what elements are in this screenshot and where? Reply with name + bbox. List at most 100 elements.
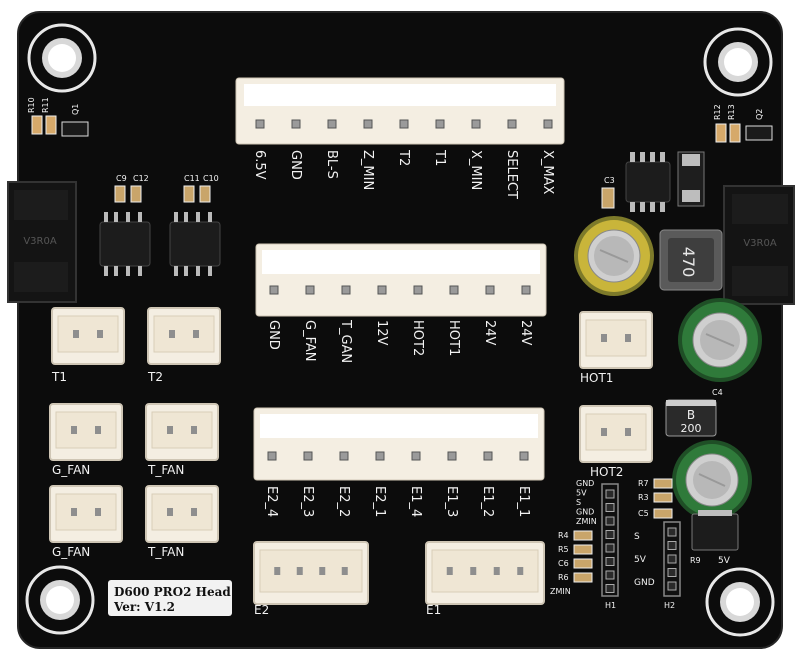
middle-connector-label: 12V xyxy=(374,320,389,346)
diode-b200: B 200 xyxy=(665,399,717,437)
jst-hot2 xyxy=(579,405,653,463)
header-h1-pin xyxy=(605,530,615,539)
top-connector-pin xyxy=(255,119,265,129)
jst-hot1 xyxy=(579,311,653,369)
bottom-connector-label: E1_4 xyxy=(408,486,423,517)
side-clip-right: V3R0A xyxy=(723,185,795,305)
mounting-hole-top-right xyxy=(703,27,773,97)
middle-connector-label: 24V xyxy=(518,320,533,346)
top-connector-label: X_MIN xyxy=(468,150,483,190)
refdes-r4: R4 xyxy=(558,531,569,540)
jst-e1 xyxy=(425,541,545,605)
smd-group-q2: R12 R13 Q2 xyxy=(713,104,773,143)
bottom-connector-label: E2_3 xyxy=(300,486,315,517)
middle-connector-pin xyxy=(449,285,459,295)
diode-value: 200 xyxy=(681,422,702,435)
refdes-r5: R5 xyxy=(558,545,569,554)
header-h2-pin-label: 5V xyxy=(634,555,647,565)
h2-5v-label: 5V xyxy=(718,556,731,566)
header-h1-pin-label: S xyxy=(576,498,581,507)
jst-g-fan-2-pin xyxy=(71,508,77,516)
top-connector-pin xyxy=(291,119,301,129)
refdes-c5: C5 xyxy=(638,509,649,518)
bottom-connector-pin xyxy=(303,451,313,461)
middle-connector-pin xyxy=(485,285,495,295)
jst-t-fan-2-label: T_FAN xyxy=(147,545,184,559)
jst-g-fan-1-pin xyxy=(95,426,101,434)
refdes-q1: Q1 xyxy=(71,104,80,115)
jst-t-fan-1 xyxy=(145,403,219,461)
regulator-5v: R9 5V xyxy=(690,510,739,566)
electrolytic-cap-green-upper: C4 xyxy=(678,298,762,397)
refdes-c4: C4 xyxy=(712,388,723,397)
top-connector-label: BL-S xyxy=(324,150,339,179)
top-connector-label: T2 xyxy=(396,149,411,166)
bottom-connector-label: E1_2 xyxy=(480,486,495,517)
pcb-board-edge xyxy=(17,11,783,649)
header-h2-pin xyxy=(667,554,677,564)
top-connector-label: 6.5V xyxy=(252,150,267,180)
jst-e2-label: E2 xyxy=(254,603,269,617)
jst-t-fan-1-label: T_FAN xyxy=(147,463,184,477)
top-connector-label: GND xyxy=(288,150,303,180)
header-h1-pin xyxy=(605,489,615,499)
refdes-r11: R11 xyxy=(41,97,50,113)
jst-t-fan-2-pin xyxy=(191,508,197,516)
top-connector-pin xyxy=(507,119,517,129)
smd-column-right: R7 R3 C5 xyxy=(638,478,673,519)
mounting-hole-bottom-right xyxy=(705,567,775,637)
jst-hot1-pin xyxy=(625,334,631,342)
ic-group-right: C11 C10 xyxy=(169,174,221,276)
header-h2-pin xyxy=(667,568,677,577)
header-h2: H2 xyxy=(663,521,681,610)
jst-t1 xyxy=(51,307,125,365)
top-connector-pin xyxy=(435,119,445,129)
bottom-connector-label: E2_1 xyxy=(372,486,387,517)
refdes-r12: R12 xyxy=(713,104,722,120)
bottom-connector-label: E2_4 xyxy=(264,486,279,517)
bottom-connector-pin xyxy=(267,451,277,461)
middle-connector xyxy=(255,243,547,317)
electrolytic-cap-green-lower xyxy=(672,440,752,520)
middle-connector-pin xyxy=(341,285,351,295)
refdes-r9: R9 xyxy=(690,556,701,565)
board-label-line1: D600 PRO2 Head xyxy=(114,585,231,599)
middle-connector-label: GND xyxy=(266,320,281,350)
middle-connector-label: 24V xyxy=(482,320,497,346)
top-connector-pin xyxy=(399,119,409,129)
jst-t-fan-2-pin xyxy=(167,508,173,516)
mounting-hole-bottom-left xyxy=(25,565,95,635)
bottom-connector-label: E2_2 xyxy=(336,486,351,517)
header-h2-pin xyxy=(667,581,677,591)
refdes-h2: H2 xyxy=(664,601,675,610)
jst-e2 xyxy=(253,541,369,605)
jst-t2 xyxy=(147,307,221,365)
refdes-r10: R10 xyxy=(27,97,36,113)
middle-connector-pin xyxy=(413,285,423,295)
jst-hot2-pin xyxy=(601,428,607,436)
jst-e2-pin xyxy=(274,567,281,575)
jst-t-fan-1-pin xyxy=(167,426,173,434)
header-h1-pin xyxy=(605,516,615,526)
jst-e1-pin xyxy=(493,567,500,575)
refdes-r6: R6 xyxy=(558,573,569,582)
middle-connector-label: G_FAN xyxy=(302,320,317,361)
top-connector-label: Z_MIN xyxy=(360,150,375,190)
power-ic-group: C3 xyxy=(601,151,705,212)
header-h1-pin xyxy=(605,584,615,593)
jst-t-fan-2 xyxy=(145,485,219,543)
jst-e2-pin xyxy=(319,567,326,575)
smd-column-left: R4 R5 C6 R6 ZMIN xyxy=(550,530,593,596)
electrolytic-cap-yellow xyxy=(574,216,654,296)
bottom-connector xyxy=(253,407,545,481)
refdes-zmin: ZMIN xyxy=(550,587,571,596)
jst-t1-pin xyxy=(97,330,103,338)
header-h2-pin-label: GND xyxy=(634,578,655,588)
bottom-connector-pin xyxy=(519,451,529,461)
jst-e1-pin xyxy=(446,567,453,575)
refdes-r3: R3 xyxy=(638,493,649,502)
jst-e1-pin xyxy=(470,567,477,575)
bottom-connector-pin xyxy=(339,451,349,461)
refdes-h1: H1 xyxy=(605,601,616,610)
